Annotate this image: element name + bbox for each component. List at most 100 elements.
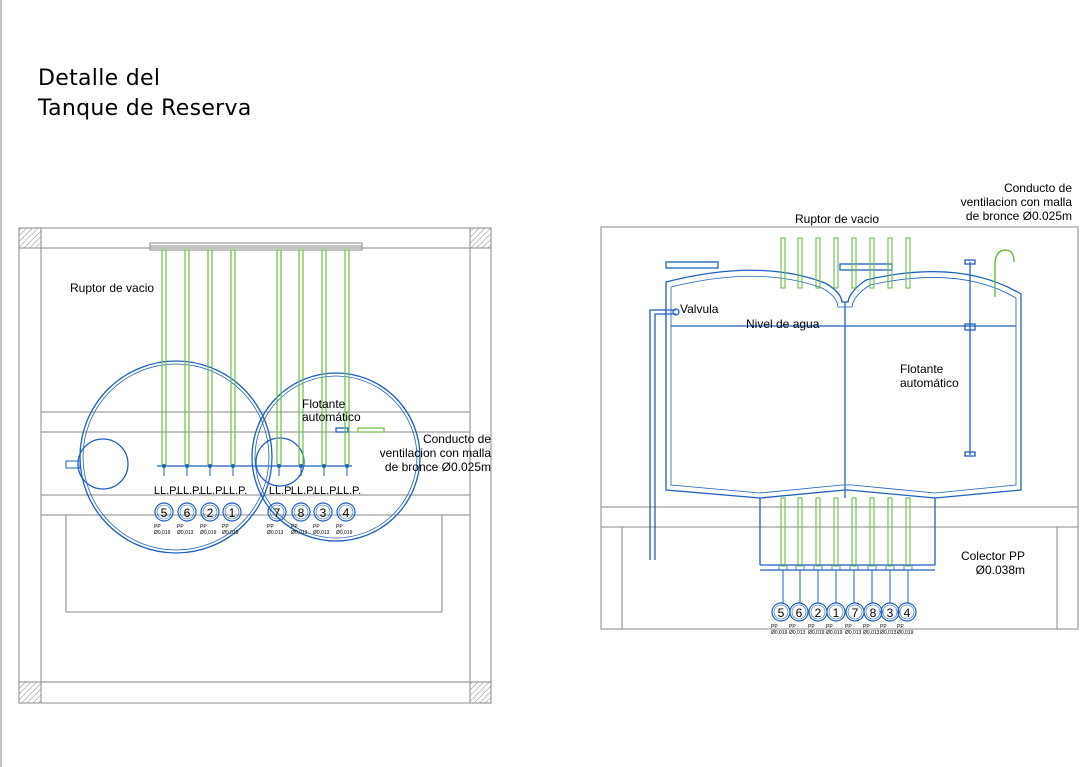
outlet-circle [789, 602, 809, 622]
pipe-node [231, 464, 235, 468]
pipe-size: Ø0,013 [845, 630, 862, 636]
outlet-number: 8 [298, 506, 305, 520]
outlet-number: 7 [852, 606, 859, 620]
pp-label: PP [880, 624, 887, 630]
drop-pipe-6 [869, 497, 875, 567]
left-conducto-label-2: ventilacion con malla [380, 446, 492, 460]
outlet-circle-inner [202, 504, 218, 520]
pipe-size: Ø0,013 [177, 530, 194, 536]
pipe-size: Ø0,019 [222, 530, 239, 536]
right-vent-pipes [778, 237, 913, 603]
left-flotante-label-2: automático [302, 410, 361, 424]
pp-label: PP [200, 524, 207, 530]
pp-label: PP [267, 524, 274, 530]
outlet-circle-inner [865, 604, 881, 620]
outlet-circle [880, 602, 900, 622]
vacuum-breaker-4 [833, 237, 839, 289]
vent-pipe-2 [184, 249, 190, 467]
outlet-number: 7 [274, 506, 281, 520]
valve-box [795, 564, 805, 571]
outlet-number: 6 [796, 606, 803, 620]
outlet-number: 2 [207, 506, 214, 520]
outlet-number: 5 [161, 506, 168, 520]
right-conducto-label-1: Conducto de [1004, 181, 1072, 195]
column-bottom-left [18, 681, 42, 704]
llp-label: LL.P. [314, 485, 338, 497]
outlet-number: 4 [343, 506, 350, 520]
pp-label: PP [222, 524, 229, 530]
valve-box [849, 564, 859, 571]
outlet-circle [154, 502, 174, 522]
valve-box [867, 564, 877, 571]
outlet-number: 2 [815, 606, 822, 620]
pp-label: PP [177, 524, 184, 530]
outlet-circle-inner [773, 604, 789, 620]
float-bottom [964, 451, 976, 457]
vent-pipe-4 [230, 249, 236, 467]
tank-circle-right [251, 372, 421, 542]
pipe-size: Ø0,019 [808, 630, 825, 636]
vacuum-breaker-6 [869, 237, 875, 289]
pipe-size: Ø0,013 [863, 630, 880, 636]
outlet-circle-inner [828, 604, 844, 620]
pipe-size: Ø0,019 [826, 630, 843, 636]
llp-label: LL.P. [269, 485, 293, 497]
pipe-size: Ø0,013 [880, 630, 897, 636]
manhole-circle-2 [255, 437, 305, 487]
llp-label: LL.P. [291, 485, 315, 497]
pp-label: PP [789, 624, 796, 630]
vent-pipe-6 [298, 249, 304, 467]
inlet-stub [65, 460, 81, 469]
vacuum-breaker-2 [797, 237, 803, 289]
outlet-number: 1 [833, 606, 840, 620]
valve-box [903, 564, 913, 571]
vent-pipe-5 [276, 249, 282, 467]
right-outer-frame [600, 226, 1079, 630]
valve-symbol [672, 308, 680, 316]
outlet-number: 3 [320, 506, 327, 520]
supply-pipe [649, 309, 676, 560]
pipe-node [277, 464, 281, 468]
left-flotante-label-1: Flotante [302, 397, 346, 411]
pp-label: PP [313, 524, 320, 530]
outlet-circle-inner [338, 504, 354, 520]
llp-label: LL.P. [154, 485, 178, 497]
vacuum-breaker-1 [780, 237, 786, 289]
tank-section-inner [670, 275, 1017, 494]
vent-pipe-1 [161, 249, 167, 467]
vent-pipe-3 [207, 249, 213, 467]
slab-recess [65, 514, 443, 613]
right-outlet-circles: 5PPØ0,0196PPØ0,0132PPØ0,0191PPØ0,0197PPØ… [771, 602, 917, 636]
outlet-number: 1 [229, 506, 236, 520]
left-outer-frame [18, 227, 492, 704]
valve-box [831, 564, 841, 571]
outlet-circle-inner [179, 504, 195, 520]
pipe-size: Ø0,019 [154, 530, 171, 536]
pp-label: PP [808, 624, 815, 630]
vent-pipe-8 [344, 249, 350, 467]
manhole-cover-right [839, 263, 893, 271]
tank-circle-left [79, 360, 273, 554]
right-section-view [600, 226, 1079, 630]
float-box [335, 427, 349, 433]
column-bottom-right [469, 681, 492, 704]
pipe-node [345, 464, 349, 468]
outlet-number: 6 [184, 506, 191, 520]
pipe-node [185, 464, 189, 468]
title-line-2: Tanque de Reserva [38, 96, 252, 121]
pp-label: PP [845, 624, 852, 630]
left-conducto-label-3: de bronce Ø0.025m [385, 460, 491, 474]
llp-label: LL.P. [337, 485, 361, 497]
drop-pipe-3 [815, 497, 821, 567]
outlet-circle [200, 502, 220, 522]
llp-label: LL.P. [200, 485, 224, 497]
right-flotante-label-1: Flotante [900, 362, 944, 376]
pp-label: PP [897, 624, 904, 630]
right-conducto-label-3: de bronce Ø0.025m [966, 209, 1072, 223]
pp-label: PP [771, 624, 778, 630]
outlet-circle [313, 502, 333, 522]
outlet-circle [222, 502, 242, 522]
pipe-node [162, 464, 166, 468]
outlet-number: 3 [887, 606, 894, 620]
